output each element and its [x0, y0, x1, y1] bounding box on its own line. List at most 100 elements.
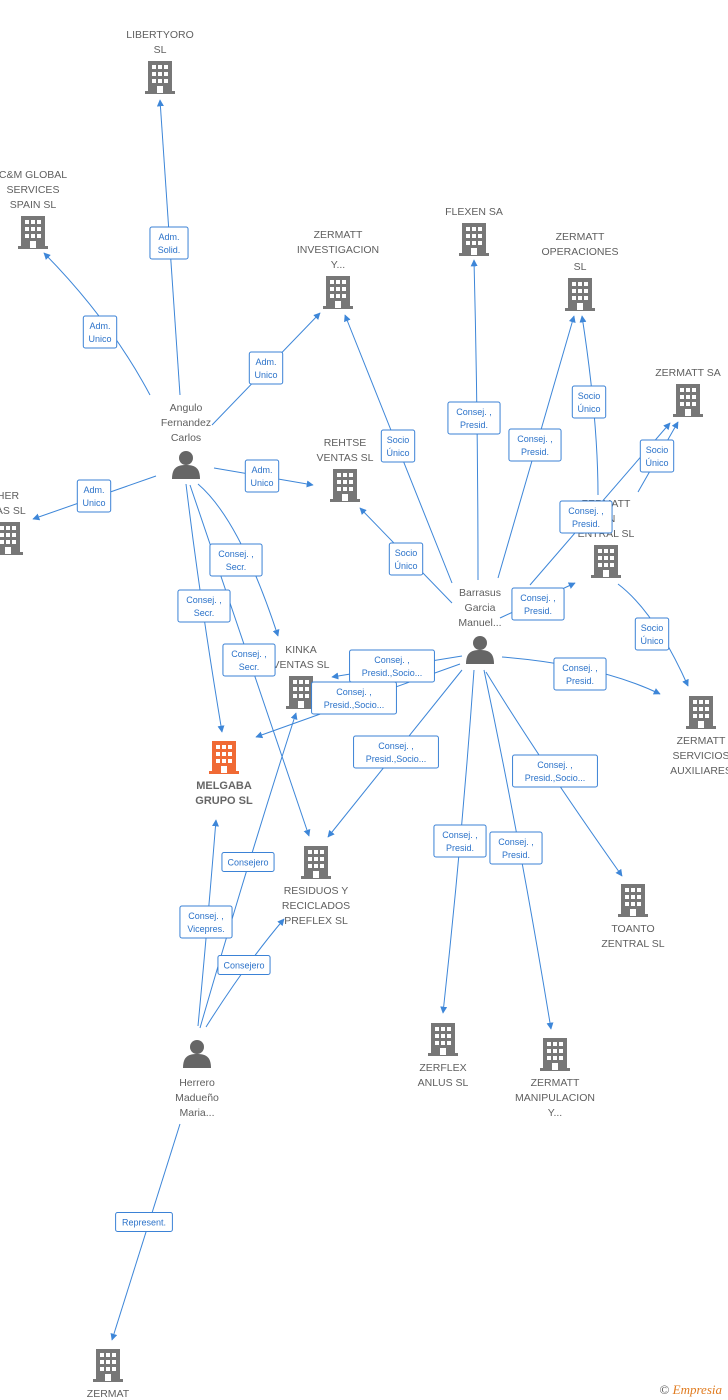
edge-label-angulo-to-residuos[interactable]: Consej. ,Secr.	[222, 643, 276, 677]
node-label: ZERMATT	[556, 231, 605, 243]
node-zermatt_man[interactable]: ZERMATTMANIPULACIONY...	[515, 1038, 595, 1119]
building-icon[interactable]	[618, 884, 648, 917]
edge-label-box[interactable]	[508, 428, 562, 462]
building-icon[interactable]	[591, 545, 621, 578]
edge-label-angulo-to-libertyoro[interactable]: Adm.Solid.	[149, 226, 189, 260]
edge-label-box[interactable]	[177, 589, 231, 623]
edge-label-box[interactable]	[82, 315, 118, 349]
building-icon[interactable]	[673, 384, 703, 417]
edge-label-box[interactable]	[311, 681, 397, 715]
edge-label-herrero-to-kinka[interactable]: Consejero	[221, 852, 275, 872]
building-icon[interactable]	[209, 741, 239, 774]
edge-label-angulo-to-kinka[interactable]: Consej. ,Secr.	[209, 543, 263, 577]
edge-label-box[interactable]	[179, 905, 233, 939]
edge-label-barrasus-to-zermatt_serv[interactable]: Consej. ,Presid.	[553, 657, 607, 691]
edge-label-box[interactable]	[248, 351, 284, 385]
person-icon[interactable]	[172, 451, 200, 479]
edge-label-barrasus-to-zermatt_op[interactable]: Consej. ,Presid.	[508, 428, 562, 462]
edge-label-box[interactable]	[217, 955, 271, 975]
building-icon[interactable]	[459, 223, 489, 256]
building-icon[interactable]	[301, 846, 331, 879]
edge-label-angulo-to-her_ventas[interactable]: Adm.Unico	[76, 479, 112, 513]
node-label: MANIPULACION	[515, 1092, 595, 1104]
edge-label-angulo-to-cm_global[interactable]: Adm.Unico	[82, 315, 118, 349]
edge-label-box[interactable]	[433, 824, 487, 858]
edge-label-box[interactable]	[149, 226, 189, 260]
person-icon[interactable]	[466, 636, 494, 664]
edge-label-box[interactable]	[571, 385, 607, 419]
node-herrero[interactable]: HerreroMadueñoMaria...	[175, 1040, 219, 1119]
edge-label-barrasus-to-kinka[interactable]: Consej. ,Presid.,Socio...	[349, 649, 435, 683]
edge-label-box[interactable]	[559, 500, 613, 534]
edge-label-box[interactable]	[353, 735, 439, 769]
node-zermatt_inv[interactable]: ZERMATTINVESTIGACIONY...	[297, 229, 379, 309]
edge-label-box[interactable]	[76, 479, 112, 513]
edge-label-box[interactable]	[115, 1212, 173, 1232]
building-icon[interactable]	[18, 216, 48, 249]
edge-label-barrasus-to-toanto[interactable]: Consej. ,Presid.,Socio...	[512, 754, 598, 788]
edge-label-herrero-to-melgaba[interactable]: Consej. ,Vicepres.	[179, 905, 233, 939]
edge-label-box[interactable]	[380, 429, 416, 463]
edge-label-text: Consejero	[223, 961, 264, 971]
building-icon[interactable]	[93, 1349, 123, 1382]
building-icon[interactable]	[540, 1038, 570, 1071]
edge-label-box[interactable]	[512, 754, 598, 788]
node-zermat_bottom[interactable]: ZERMAT	[87, 1349, 130, 1400]
edge-label-box[interactable]	[639, 439, 675, 473]
building-icon[interactable]	[686, 696, 716, 729]
building-icon[interactable]	[565, 278, 595, 311]
edge-label-box[interactable]	[447, 401, 501, 435]
building-icon[interactable]	[145, 61, 175, 94]
building-icon[interactable]	[0, 522, 23, 555]
node-her_ventas[interactable]: HERTAS SL	[0, 490, 26, 555]
edge-label-barrasus-to-zermatt_man[interactable]: Consej. ,Presid.	[489, 831, 543, 865]
node-zermatt_sa[interactable]: ZERMATT SA	[655, 367, 721, 417]
edge-label-box[interactable]	[511, 587, 565, 621]
edge-label-box[interactable]	[244, 459, 280, 493]
person-icon[interactable]	[183, 1040, 211, 1068]
edge-label-barrasus-to-residuos[interactable]: Consej. ,Presid.,Socio...	[353, 735, 439, 769]
building-icon[interactable]	[330, 469, 360, 502]
edge-label-box[interactable]	[634, 617, 670, 651]
edge-label-angulo-to-rehtse[interactable]: Adm.Unico	[244, 459, 280, 493]
edge-label-angulo-to-zermatt_inv[interactable]: Adm.Unico	[248, 351, 284, 385]
edge-label-angulo-to-melgaba[interactable]: Consej. ,Secr.	[177, 589, 231, 623]
edge-label-box[interactable]	[553, 657, 607, 691]
node-flexen[interactable]: FLEXEN SA	[445, 206, 503, 256]
edge-label-herrero-to-residuos[interactable]: Consejero	[217, 955, 271, 975]
edge-label-box[interactable]	[489, 831, 543, 865]
node-label: Barrasus	[459, 587, 501, 599]
edge-label-herrero-to-zermat_bottom[interactable]: Represent.	[115, 1212, 173, 1232]
edge-label-text: Presid.	[521, 447, 549, 457]
edge-label-box[interactable]	[221, 852, 275, 872]
edge-label-text: Socio	[387, 435, 410, 445]
edge-label-box[interactable]	[209, 543, 263, 577]
node-barrasus[interactable]: BarrasusGarciaManuel...	[458, 587, 502, 664]
edge-label-barrasus-to-zermatt_gestion[interactable]: Consej. ,Presid.	[511, 587, 565, 621]
node-label: ZERMATT	[677, 735, 726, 747]
edge-label-barrasus-to-zerflex[interactable]: Consej. ,Presid.	[433, 824, 487, 858]
edge-label-box[interactable]	[388, 542, 424, 576]
edge-label-barrasus-to-zermatt_sa[interactable]: Consej. ,Presid.	[559, 500, 613, 534]
building-icon[interactable]	[323, 276, 353, 309]
building-icon[interactable]	[428, 1023, 458, 1056]
edge-label-barrasus-to-flexen[interactable]: Consej. ,Presid.	[447, 401, 501, 435]
edge-label-barrasus-to-melgaba[interactable]: Consej. ,Presid.,Socio...	[311, 681, 397, 715]
edge-label-box[interactable]	[222, 643, 276, 677]
